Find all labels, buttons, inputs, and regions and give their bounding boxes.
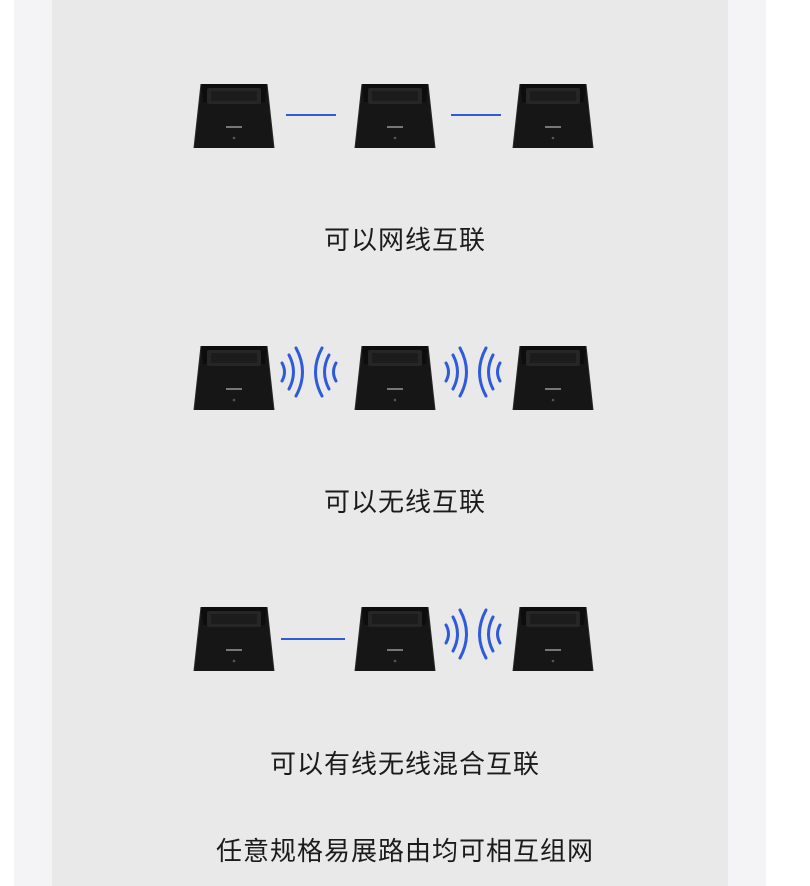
ethernet-line-icon (451, 114, 501, 116)
mesh-router-icon (511, 344, 595, 414)
wifi-wave-icon (440, 342, 506, 402)
wired-caption: 可以网线互联 (323, 226, 486, 256)
mesh-router-icon (353, 605, 437, 675)
mesh-router-icon (511, 605, 595, 675)
mesh-router-icon (353, 82, 437, 152)
right-margin-strip (728, 0, 766, 886)
mesh-router-icon (511, 82, 595, 152)
wifi-wave-icon (440, 604, 506, 664)
ethernet-line-icon (286, 114, 336, 116)
summary-caption: 任意规格易展路由均可相互组网 (215, 837, 594, 867)
mesh-router-icon (192, 344, 276, 414)
wifi-wave-icon (276, 342, 342, 402)
wireless-caption: 可以无线互联 (323, 488, 486, 518)
wireless-topology-row (0, 344, 810, 434)
hybrid-caption: 可以有线无线混合互联 (269, 750, 540, 780)
mesh-router-icon (192, 82, 276, 152)
mesh-router-icon (353, 344, 437, 414)
mesh-router-icon (192, 605, 276, 675)
left-margin-strip (14, 0, 52, 886)
hybrid-topology-row (0, 605, 810, 695)
ethernet-line-icon (281, 638, 345, 640)
wired-topology-row (0, 82, 810, 172)
